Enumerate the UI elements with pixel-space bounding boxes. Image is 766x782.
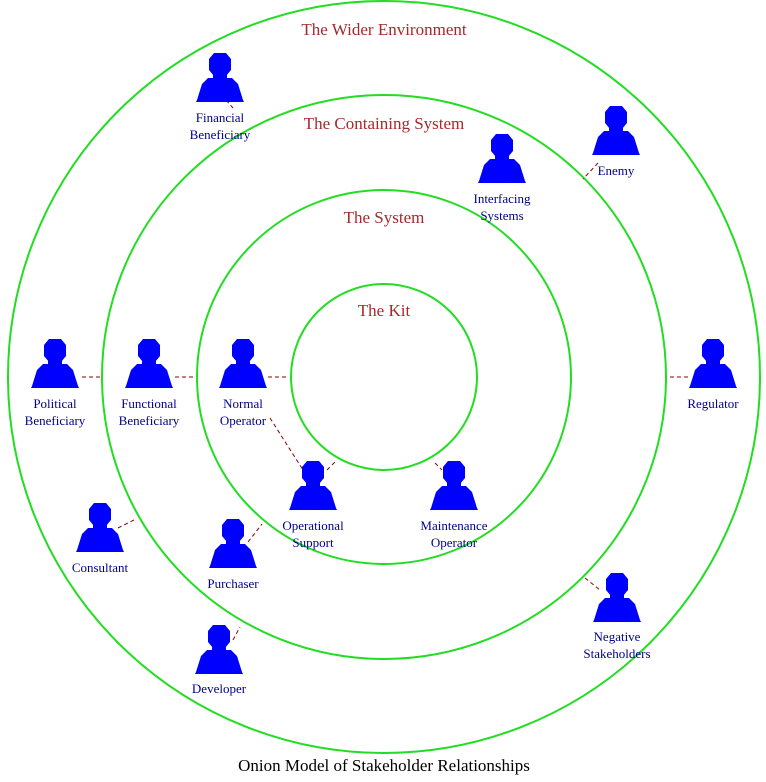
diagram-caption: Onion Model of Stakeholder Relationships [238, 756, 530, 775]
actor-label-line: Systems [480, 208, 523, 223]
link-developer [232, 626, 241, 641]
actor-label-enemy: Enemy [598, 163, 635, 178]
actor-label-line: Regulator [687, 396, 739, 411]
ring-wider [7, 0, 761, 754]
ring-system [196, 189, 572, 565]
person-icon [196, 53, 244, 102]
link-maintenance-operator [434, 462, 443, 471]
person-icon [125, 339, 173, 388]
actor-label-line: Consultant [72, 560, 129, 575]
person-icon [689, 339, 737, 388]
person-icon [76, 503, 124, 552]
links-layer [82, 99, 690, 641]
actor-label-line: Developer [192, 681, 247, 696]
actor-label-line: Maintenance [420, 518, 487, 533]
actor-label-line: Operator [431, 535, 478, 550]
ring-containing [101, 94, 667, 660]
actor-label-developer: Developer [192, 681, 247, 696]
person-icon [31, 339, 79, 388]
link-negative-stakeholders [584, 577, 601, 591]
actor-label-purchaser: Purchaser [207, 576, 259, 591]
actor-label-line: Operational [282, 518, 344, 533]
actor-label-line: Operator [220, 413, 267, 428]
actor-regulator: Regulator [687, 339, 739, 411]
person-icon [195, 625, 243, 674]
actor-enemy: Enemy [592, 106, 640, 178]
link-enemy [582, 162, 599, 180]
actor-label-line: Beneficiary [119, 413, 180, 428]
actor-label-line: Interfacing [473, 191, 531, 206]
link-consultant [117, 518, 137, 529]
actor-developer: Developer [192, 625, 247, 696]
actor-label-line: Negative [594, 629, 641, 644]
person-icon [219, 339, 267, 388]
actor-label-line: Beneficiary [190, 127, 251, 142]
actor-label-line: Political [33, 396, 77, 411]
actor-label-line: Support [292, 535, 334, 550]
actor-label-line: Purchaser [207, 576, 259, 591]
actor-label-line: Normal [223, 396, 263, 411]
actor-label-line: Financial [196, 110, 245, 125]
ring-label-kit: The Kit [358, 301, 411, 320]
actor-consultant: Consultant [72, 503, 129, 575]
actor-label-line: Functional [121, 396, 177, 411]
person-icon [593, 573, 641, 622]
ring-label-containing: The Containing System [304, 114, 465, 133]
link-extra-0 [326, 461, 336, 471]
person-icon [592, 106, 640, 155]
actor-label-line: Beneficiary [25, 413, 86, 428]
link-purchaser [247, 523, 263, 543]
ring-label-system: The System [344, 208, 425, 227]
actor-purchaser: Purchaser [207, 519, 259, 591]
person-icon [430, 461, 478, 510]
ring-kit [290, 283, 478, 471]
person-icon [289, 461, 337, 510]
person-icon [209, 519, 257, 568]
actor-label-consultant: Consultant [72, 560, 129, 575]
link-operational-support [269, 417, 304, 471]
person-icon [478, 134, 526, 183]
actor-label-line: Stakeholders [583, 646, 650, 661]
actor-label-regulator: Regulator [687, 396, 739, 411]
ring-label-wider: The Wider Environment [301, 20, 466, 39]
actor-label-line: Enemy [598, 163, 635, 178]
